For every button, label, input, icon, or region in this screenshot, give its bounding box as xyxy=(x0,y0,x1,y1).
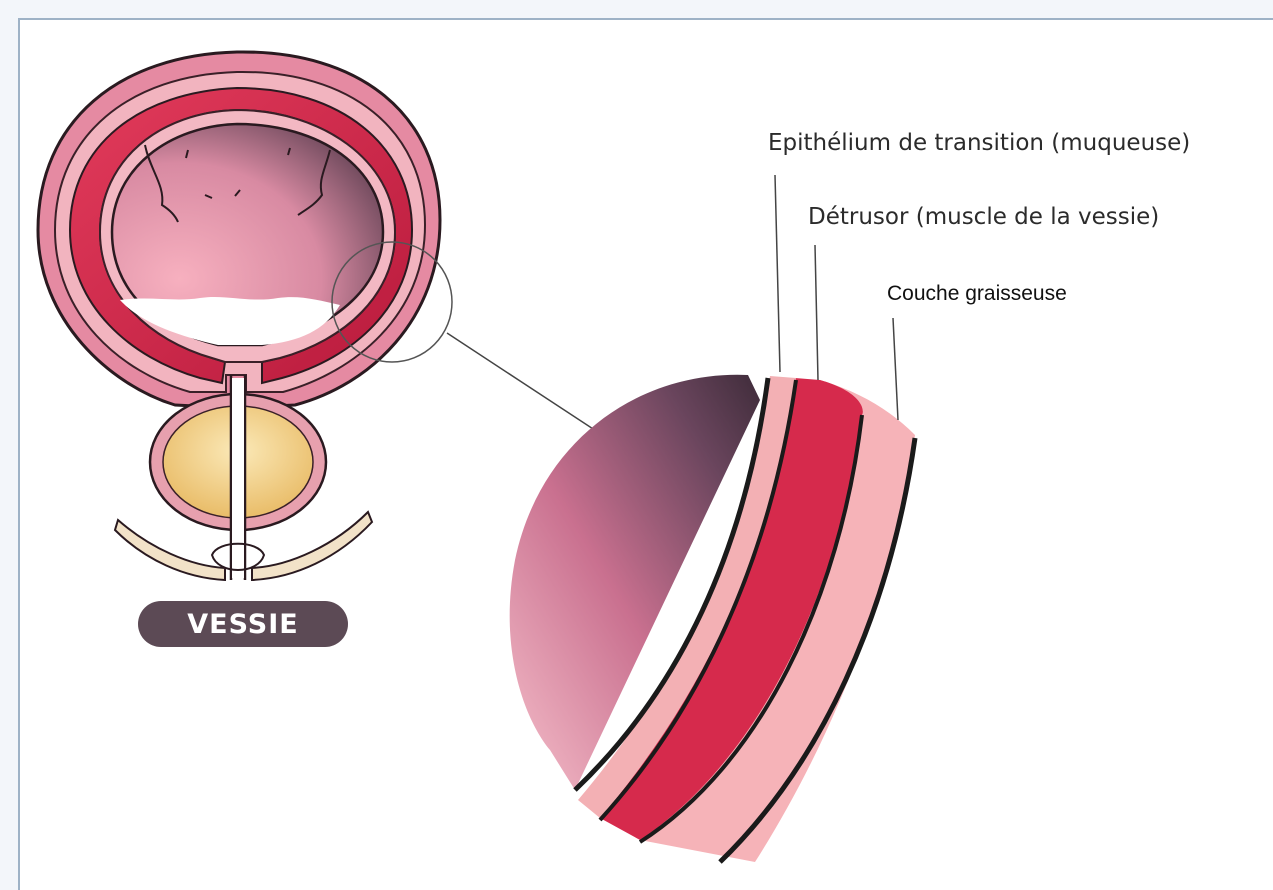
label-couche: Couche graisseuse xyxy=(887,282,1067,306)
wall-detail xyxy=(510,375,915,862)
leader-epithelium xyxy=(775,175,780,372)
label-epithelium: Epithélium de transition (muqueuse) xyxy=(768,130,1190,156)
vessie-badge: VESSIE xyxy=(138,601,348,647)
leader-couche xyxy=(893,318,898,420)
leader-detrusor xyxy=(815,245,818,380)
label-detrusor: Détrusor (muscle de la vessie) xyxy=(808,204,1159,230)
